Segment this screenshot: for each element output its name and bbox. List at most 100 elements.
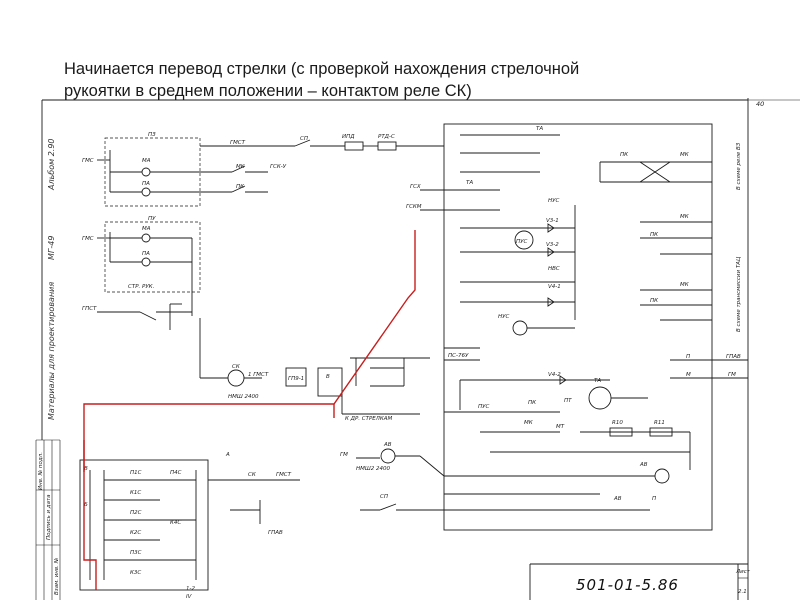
right-middle-group: МК ПК МК ПК В схеме трансмиссии ТАЦ bbox=[640, 214, 742, 332]
doc-number: 501-01-5.86 bbox=[576, 576, 679, 594]
label-pk-low: ПК bbox=[528, 400, 537, 406]
sp-bottom: СП АВ П bbox=[360, 493, 656, 511]
relay-block-pz: ПЗ ГМС МА ПА МК ПК ГСК-У bbox=[82, 132, 287, 207]
label-pk-rm: ПК bbox=[650, 232, 659, 238]
label-b-ps2: П2С bbox=[130, 510, 142, 516]
label-av-p: АВ bbox=[613, 496, 622, 502]
label-pus: ПУС bbox=[516, 239, 527, 245]
label-v: В bbox=[326, 374, 330, 380]
label-sp-2: СП bbox=[380, 494, 388, 500]
label-nus: НУС bbox=[548, 198, 559, 204]
bottom-left-ladder: П1С К1С П2С К2С П3С К3С П4С К4С 1-2 IV В… bbox=[79, 452, 300, 600]
label-pt: ПТ bbox=[564, 398, 572, 404]
sk-relay-group: СК 1 ГМСТ НМШ 2400 bbox=[199, 318, 269, 400]
label-mt: МТ bbox=[556, 424, 565, 430]
label-gm-out: ГМ bbox=[728, 372, 736, 378]
project-code: МГ-49 bbox=[47, 236, 56, 260]
label-gpav-bottom: ГПАВ bbox=[268, 530, 283, 536]
label-nus-2: НУС bbox=[498, 314, 509, 320]
gp-block: ГП9-1 В К ДР. СТРЕЛКАМ bbox=[285, 357, 430, 422]
title-line-1: Начинается перевод стрелки (с проверкой … bbox=[64, 60, 580, 78]
motor-block: V4-2 ТА ПТ МТ ПУС ПК МК R10 R11 АВ bbox=[444, 372, 691, 484]
label-p-out: П bbox=[686, 354, 690, 360]
album-label: Альбом 2.90 bbox=[47, 138, 56, 191]
label-gpst: ГПСТ bbox=[82, 306, 97, 312]
page-corner-number: 40 bbox=[756, 100, 764, 108]
label-mk: МК bbox=[236, 164, 246, 170]
relay-block-pu: ПУ ГМС МА ПА СТР. РУК. ГПСТ bbox=[82, 216, 201, 330]
label-pu: ПУ bbox=[148, 216, 156, 222]
slide-title: Начинается перевод стрелки (с проверкой … bbox=[64, 58, 744, 102]
label-b-mk1: К1С bbox=[130, 490, 141, 496]
stamp-col-1: Инв. № подл. bbox=[38, 452, 44, 490]
label-ta-motor: ТА bbox=[594, 378, 601, 384]
top-right-cross: ПК МК В схеме реле ВЗ bbox=[599, 142, 742, 190]
label-b-ps3: П3С bbox=[130, 550, 142, 556]
label-gpav: ГПАВ bbox=[726, 354, 741, 360]
label-pus-2: ПУС bbox=[478, 404, 489, 410]
label-nvs: НВС bbox=[548, 266, 560, 272]
red-current-path bbox=[83, 230, 416, 590]
label-gms: ГМС bbox=[82, 158, 94, 164]
av-relay: ГМ АВ НМШ2 2400 bbox=[340, 442, 445, 477]
main-panel: ПС-76У ТА ГСХ ГСКМ ТА bbox=[406, 123, 713, 531]
label-v3-1: V3-1 bbox=[546, 218, 559, 224]
label-gmst-2: 1 ГМСТ bbox=[248, 372, 269, 378]
label-ma-2: МА bbox=[142, 226, 151, 232]
label-mk-rm-2: МК bbox=[680, 282, 690, 288]
label-sp: СП bbox=[300, 136, 308, 142]
label-v3-2: V3-2 bbox=[546, 242, 559, 248]
label-gmst: ГМСТ bbox=[230, 140, 246, 146]
label-v-lbl: В bbox=[84, 466, 88, 472]
right-label-1: В схеме реле ВЗ bbox=[736, 142, 742, 190]
label-rel-sk: НМШ 2400 bbox=[228, 394, 259, 400]
label-gsh: ГСХ bbox=[410, 184, 421, 190]
label-b-ps4: П4С bbox=[170, 470, 182, 476]
label-gost: ГМСТ bbox=[276, 472, 292, 478]
label-gsk: ГСК-У bbox=[270, 164, 287, 170]
label-b: Б bbox=[84, 502, 88, 508]
label-b-12: 1-2 bbox=[186, 586, 195, 592]
label-av: АВ bbox=[383, 442, 392, 448]
label-b-iv: IV bbox=[186, 594, 193, 600]
label-gskm: ГСКМ bbox=[406, 204, 422, 210]
label-ma: МА bbox=[142, 158, 151, 164]
label-pa: ПА bbox=[142, 181, 150, 187]
label-m-out: М bbox=[686, 372, 691, 378]
label-ta-2: ТА bbox=[466, 180, 473, 186]
sheet-frame bbox=[35, 98, 800, 600]
label-ps-box: ПС-76У bbox=[448, 353, 469, 359]
label-p: П bbox=[652, 496, 656, 502]
sheet-label: Лист bbox=[735, 569, 751, 575]
sheet-number: 2.1 bbox=[738, 589, 747, 595]
label-gm: ГМ bbox=[340, 452, 348, 458]
label-pk-tr: ПК bbox=[620, 152, 629, 158]
label-av-right: АВ bbox=[639, 462, 648, 468]
label-a: А bbox=[225, 452, 230, 458]
label-pa-2: ПА bbox=[142, 251, 150, 257]
label-pk: ПК bbox=[236, 184, 245, 190]
label-nmsh: НМШ2 2400 bbox=[356, 466, 391, 472]
label-v4-1: V4-1 bbox=[548, 284, 561, 290]
label-mk-low: МК bbox=[524, 420, 534, 426]
label-sk: СК bbox=[232, 364, 241, 370]
label-b-mk3: К3С bbox=[130, 570, 141, 576]
label-str-ruk: СТР. РУК. bbox=[128, 284, 155, 290]
label-v4-2: V4-2 bbox=[548, 372, 561, 378]
right-label-2: В схеме трансмиссии ТАЦ bbox=[736, 256, 742, 332]
label-pk-rm-2: ПК bbox=[650, 298, 659, 304]
label-b-mk2: К2С bbox=[130, 530, 141, 536]
label-r10: R10 bbox=[612, 420, 623, 426]
doc-number-block: 501-01-5.86 Лист 2.1 bbox=[529, 563, 751, 600]
side-title-block: Альбом 2.90 МГ-49 Материалы для проектир… bbox=[38, 138, 60, 595]
side-text: Материалы для проектирования bbox=[47, 282, 56, 420]
label-ta: ТА bbox=[536, 126, 543, 132]
label-gms-2: ГМС bbox=[82, 236, 94, 242]
pm-outputs: П М ГПАВ ГМ bbox=[670, 354, 748, 379]
label-pz: ПЗ bbox=[148, 132, 156, 138]
label-rtd: РТД-С bbox=[378, 134, 395, 140]
top-bus: ГМСТ СП ИПД РТД-С bbox=[200, 134, 444, 151]
label-r11: R11 bbox=[654, 420, 665, 426]
label-ipd: ИПД bbox=[342, 134, 355, 140]
